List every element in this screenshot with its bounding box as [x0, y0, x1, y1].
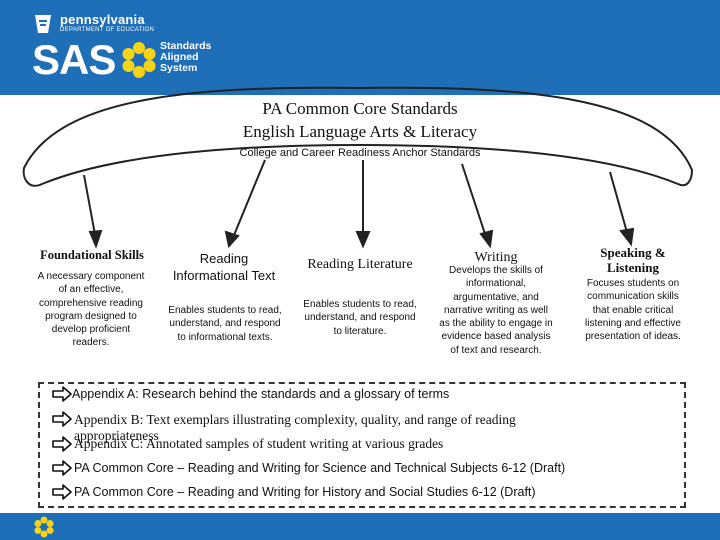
flower-icon — [34, 516, 54, 538]
org-subtitle: DEPARTMENT OF EDUCATION — [60, 27, 155, 33]
sas-subtitle-line: Aligned — [160, 51, 199, 63]
anchor-standards-label: College and Career Readiness Anchor Stan… — [239, 147, 481, 159]
arrow-right-icon — [52, 411, 72, 427]
column-description: Focuses students on communication skills… — [585, 278, 681, 343]
flower-icon — [122, 42, 156, 78]
appendix-box — [38, 382, 686, 508]
arrow-right-icon — [52, 484, 72, 500]
column-title: Reading Literature — [307, 257, 413, 272]
column-title: Foundational Skills — [40, 248, 144, 262]
column-description: Enables students to read, understand, an… — [168, 305, 282, 343]
sas-subtitle-line: Standards — [160, 40, 212, 52]
column-title: Reading Informational Text — [172, 251, 276, 283]
column-description: Develops the skills of informational, ar… — [439, 265, 553, 356]
arrow-right-icon — [52, 460, 72, 476]
column-description: A necessary component of an effective, c… — [37, 271, 145, 349]
keystone-icon — [35, 15, 51, 33]
page-subtitle: English Language Arts & Literacy — [242, 122, 478, 141]
column-description: Enables students to read, understand, an… — [303, 299, 417, 337]
arrow-right-icon — [52, 386, 72, 402]
sas-subtitle-line: System — [160, 62, 198, 74]
sas-logo-text: SAS — [32, 36, 116, 83]
arch-curve — [22, 86, 694, 187]
column-title: Speaking & Listening — [600, 245, 666, 275]
footer-bar — [0, 513, 720, 540]
header-banner: pennsylvania DEPARTMENT OF EDUCATION SAS… — [0, 0, 720, 95]
org-name: pennsylvania — [60, 12, 145, 27]
page-title: PA Common Core Standards — [262, 99, 458, 118]
arrow-right-icon — [52, 436, 72, 452]
column-title: Writing — [474, 250, 518, 265]
arch-connectors — [83, 159, 635, 249]
